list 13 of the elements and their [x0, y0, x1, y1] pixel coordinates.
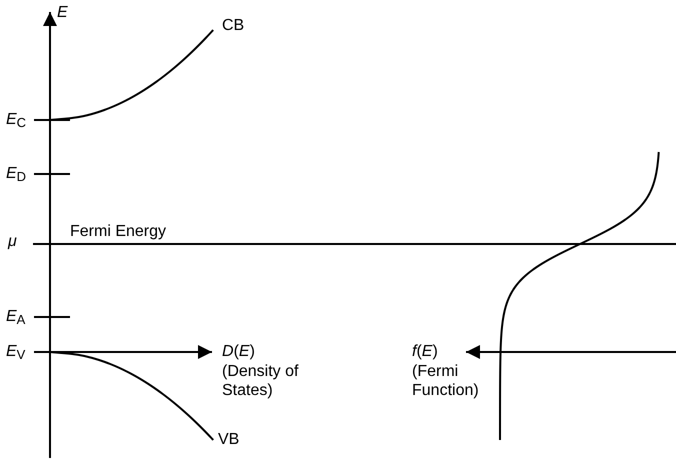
energy-level-label: E$_{A}$	[6, 307, 26, 329]
band-label: CB	[222, 16, 244, 35]
energy-level-label: E$_{V}$	[6, 342, 26, 364]
axis-label: E	[57, 3, 68, 22]
energy-level-label: E$_{D}$	[6, 164, 26, 186]
line-label: Fermi Energy	[70, 222, 166, 241]
energy-level-label: E$_{C}$	[6, 110, 26, 132]
axis-description: (Fermi Function)	[412, 362, 480, 400]
axis-description: (Density of States)	[222, 362, 300, 400]
energy-level-label: μ	[8, 232, 17, 251]
band-label: VB	[218, 430, 240, 449]
axis-label: f(E)	[412, 342, 438, 361]
axis-label: D(E)	[222, 342, 255, 361]
